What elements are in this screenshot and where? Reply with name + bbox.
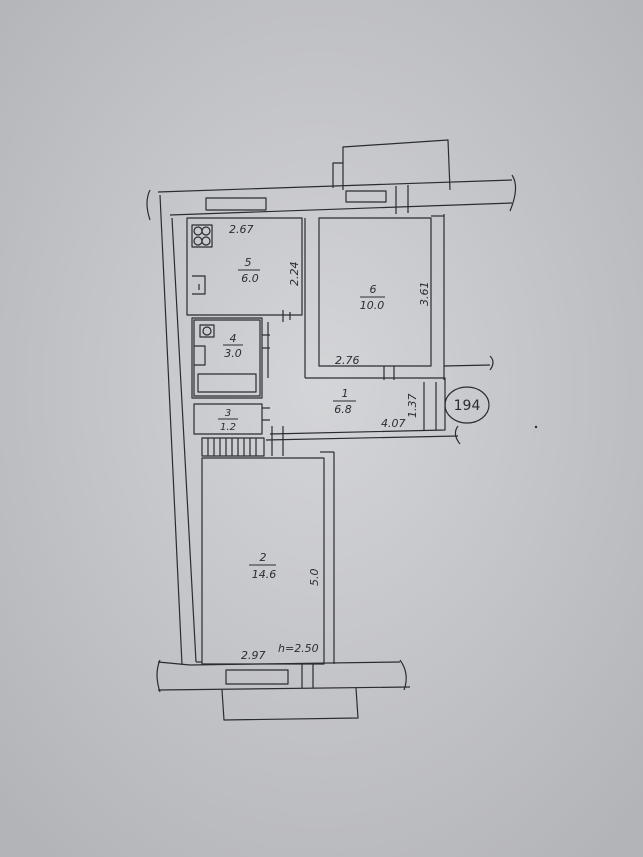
stamp-number: 194 bbox=[454, 398, 481, 414]
room-6 bbox=[318, 217, 432, 367]
dim-hall-length: 4.07 bbox=[381, 417, 406, 430]
room-3-number: 3 bbox=[225, 408, 231, 419]
room-5-number: 5 bbox=[245, 256, 252, 269]
room-2-label: 2 14.6 bbox=[249, 551, 276, 581]
top-balcony bbox=[332, 139, 451, 191]
room-6-label: 6 10.0 bbox=[360, 283, 385, 312]
vent-block bbox=[201, 437, 265, 457]
dim-ceiling-height: h=2.50 bbox=[278, 642, 319, 655]
room-4-area: 3.0 bbox=[224, 347, 242, 360]
plan-number-stamp: 194 bbox=[444, 386, 490, 424]
dim-room2-depth: 5.0 bbox=[308, 569, 321, 587]
room-5-label: 5 6.0 bbox=[238, 256, 260, 285]
top-wall-inner bbox=[169, 202, 513, 216]
room-3-area: 1.2 bbox=[220, 422, 236, 433]
dim-room2-width: 2.97 bbox=[241, 649, 266, 662]
room-1-number: 1 bbox=[342, 387, 349, 400]
room-4-number: 4 bbox=[230, 332, 237, 345]
bottom-balcony bbox=[221, 687, 359, 721]
dim-room6-width: 2.76 bbox=[335, 354, 360, 367]
room-3-label: 3 1.2 bbox=[218, 408, 238, 433]
left-wall-inner bbox=[171, 217, 197, 663]
room-5-area: 6.0 bbox=[241, 272, 259, 285]
plan-walls bbox=[146, 139, 517, 721]
room-1-area: 6.8 bbox=[334, 403, 352, 416]
dim-kitchen-depth: 2.24 bbox=[288, 262, 301, 287]
left-wall-outer bbox=[159, 194, 183, 666]
bottom-wall-inner bbox=[189, 661, 401, 666]
room-6-area: 10.0 bbox=[360, 299, 385, 312]
bottom-wall-outer bbox=[157, 686, 411, 691]
room-3-wc bbox=[193, 403, 263, 435]
room-4-label: 4 3.0 bbox=[223, 332, 243, 360]
room-1-label: 1 6.8 bbox=[333, 387, 356, 416]
room-4-bathroom bbox=[191, 317, 263, 399]
room-6-number: 6 bbox=[370, 283, 377, 296]
room-5-kitchen bbox=[186, 217, 303, 316]
top-wall-outer bbox=[157, 179, 513, 193]
dim-room6-depth: 3.61 bbox=[418, 282, 431, 307]
dim-kitchen-width: 2.67 bbox=[229, 223, 254, 236]
dim-hall-width: 1.37 bbox=[406, 394, 419, 419]
room-2-number: 2 bbox=[260, 551, 267, 564]
room-2-area: 14.6 bbox=[252, 568, 277, 581]
